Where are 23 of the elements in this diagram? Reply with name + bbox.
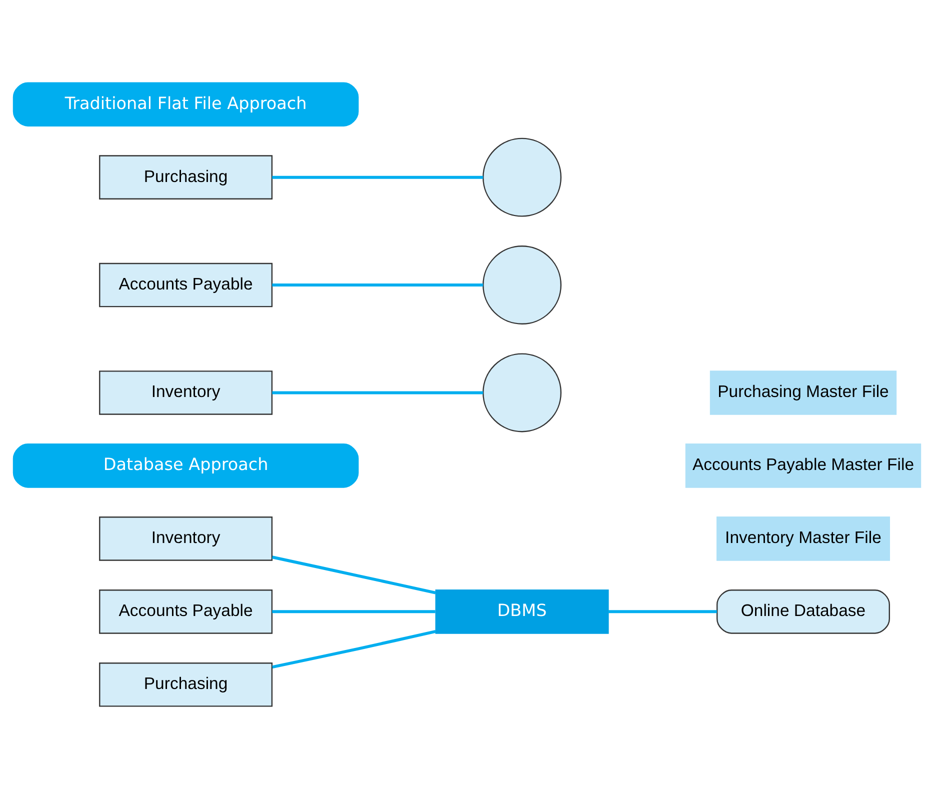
- node-box: Purchasing Master File: [710, 370, 897, 414]
- node-circle: [482, 352, 562, 432]
- node-box: Accounts Payable Master File: [685, 443, 922, 488]
- node-box: Accounts Payable: [99, 589, 273, 634]
- connector: [272, 610, 436, 613]
- connector: [608, 610, 717, 613]
- connector: [272, 390, 484, 394]
- node-box: Accounts Payable: [99, 262, 273, 307]
- node-box: Purchasing: [99, 154, 273, 199]
- connector: [272, 283, 484, 286]
- node-box: Online Database: [716, 589, 890, 634]
- node-circle: [482, 245, 562, 324]
- node-box: Inventory Master File: [716, 516, 890, 560]
- connector: [272, 629, 436, 668]
- connector: [272, 555, 436, 594]
- node-box: Inventory: [99, 516, 273, 560]
- node-circle: [482, 137, 562, 216]
- node-box: Traditional Flat File Approach: [12, 82, 359, 126]
- node-box: Inventory: [99, 370, 273, 414]
- node-box: Database Approach: [12, 443, 359, 488]
- node-box: Purchasing: [99, 662, 273, 706]
- node-box: DBMS: [435, 589, 609, 634]
- connector: [272, 175, 484, 178]
